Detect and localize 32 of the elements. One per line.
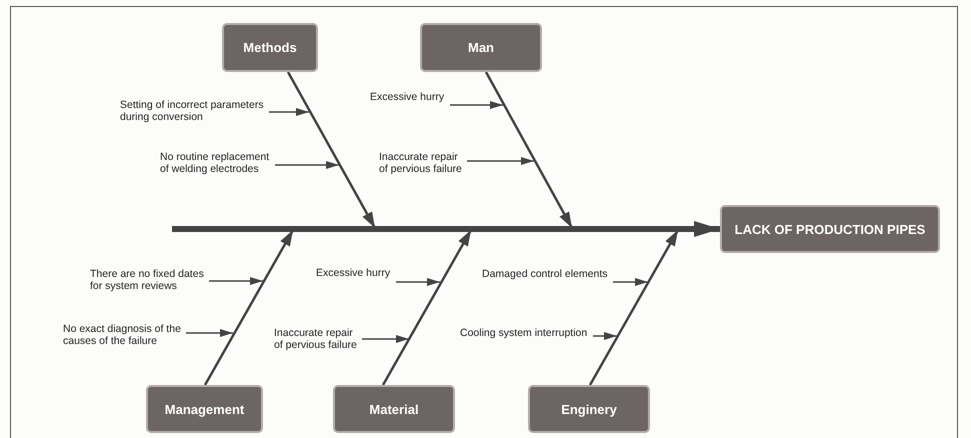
- cause-text: Excessive hurry: [370, 91, 446, 103]
- arrow: [593, 332, 617, 340]
- arrow: [396, 278, 440, 286]
- arrow: [588, 229, 680, 386]
- cause-text: Excessive hurry: [316, 267, 392, 279]
- category-box: Methods: [222, 23, 318, 72]
- arrow: [362, 335, 409, 343]
- cause-text: Inaccurate repair of pervious failure: [379, 151, 463, 175]
- cause-text: Cooling system interruption: [460, 327, 589, 339]
- cause-text: Inaccurate repair of pervious failure: [274, 327, 358, 351]
- effect-box: LACK OF PRODUCTION PIPES: [720, 205, 940, 253]
- cause-text: No routine replacement of welding electrodes: [160, 151, 271, 175]
- arrow: [186, 329, 233, 337]
- cause-text: There are no fixed dates for system reviews: [90, 268, 205, 292]
- arrow: [204, 229, 294, 386]
- arrow: [275, 161, 339, 169]
- category-box: Man: [420, 23, 542, 72]
- arrow: [382, 229, 472, 386]
- arrow: [467, 157, 534, 165]
- arrow: [484, 71, 574, 229]
- arrow: [172, 221, 720, 237]
- arrow: [269, 108, 309, 116]
- category-box: Management: [146, 385, 263, 433]
- arrow: [209, 277, 263, 285]
- arrow: [613, 278, 648, 286]
- category-box: Material: [333, 385, 455, 433]
- cause-text: Setting of incorrect parameters during conversion: [120, 99, 265, 123]
- cause-text: No exact diagnosis of the causes of the failure: [63, 323, 182, 347]
- category-box: Enginery: [528, 385, 650, 433]
- cause-text: Damaged control elements: [482, 268, 609, 280]
- arrow: [286, 71, 376, 229]
- arrow: [450, 101, 503, 109]
